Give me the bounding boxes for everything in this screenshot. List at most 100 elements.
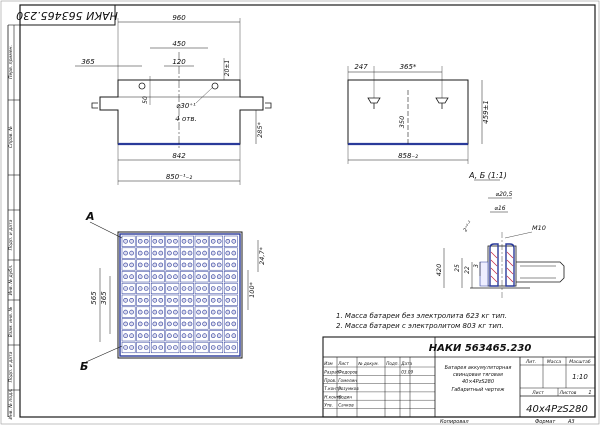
cell-terminal: [196, 345, 201, 350]
cell-terminal: [167, 262, 172, 268]
cell: [121, 259, 136, 271]
cell-terminal: [202, 333, 207, 339]
side-dim-365: 365*: [400, 63, 417, 71]
cell-terminal: [210, 250, 216, 256]
cell: [150, 318, 165, 330]
cell-terminal: [152, 262, 158, 268]
cell-terminal: [196, 297, 201, 303]
cell-terminal: [202, 345, 207, 350]
cell-terminal: [210, 286, 216, 291]
detail-dim-205: ⌀20,5: [496, 191, 513, 198]
cell-terminal: [137, 297, 143, 303]
cell: [194, 318, 209, 330]
cell-terminal: [181, 262, 187, 268]
cell-terminal: [143, 239, 149, 244]
cell: [209, 235, 224, 247]
cell-terminal: [225, 309, 231, 315]
cell-terminal: [231, 297, 237, 303]
rotated-code-box: НАКИ 563465.230: [16, 4, 118, 26]
side-dim-858: 858₋₂: [398, 152, 418, 160]
cell-terminal: [137, 286, 143, 291]
cell-terminal: [137, 239, 143, 244]
cell-terminal: [158, 274, 164, 280]
cell: [180, 294, 194, 306]
cell-terminal: [231, 309, 237, 315]
front-dim-285: 285*: [256, 121, 264, 137]
cell: [121, 235, 136, 247]
cell-terminal: [202, 297, 207, 303]
cell: [180, 341, 194, 354]
detail-dim-420: 420: [435, 264, 443, 276]
signature-cell: Сачков: [338, 403, 354, 408]
cell-terminal: [137, 309, 143, 315]
plan-cells: [121, 235, 238, 354]
cell-terminal: [181, 239, 187, 244]
cell: [136, 271, 151, 283]
cell-terminal: [173, 250, 178, 256]
signature-cell: Н.контр.: [324, 394, 343, 399]
cell: [150, 294, 165, 306]
cell: [194, 341, 209, 354]
cell-terminal: [196, 274, 201, 280]
cell-terminal: [181, 297, 187, 303]
cell-terminal: [173, 274, 178, 280]
cell-terminal: [158, 297, 164, 303]
side-dim-459: 459±1: [482, 100, 490, 124]
cell-terminal: [167, 274, 172, 280]
signature-cell: Розумков: [338, 386, 359, 391]
cell-terminal: [216, 321, 222, 327]
cell: [136, 330, 151, 342]
cell: [194, 330, 209, 342]
cell-terminal: [187, 274, 193, 280]
cell-terminal: [137, 250, 143, 256]
cell-terminal: [225, 274, 231, 280]
label-a: А: [85, 210, 95, 223]
tb-sheets-val: 1: [588, 390, 591, 396]
cell-terminal: [173, 262, 178, 268]
cell: [121, 282, 136, 295]
cell-terminal: [216, 274, 222, 280]
cell-terminal: [158, 321, 164, 327]
signature-cell: Федоров: [338, 370, 358, 375]
cell-terminal: [210, 297, 216, 303]
tb-code: НАКИ 563465.230: [429, 343, 532, 354]
signature-cell: Утв.: [324, 403, 333, 408]
cell-terminal: [167, 309, 172, 315]
cell-terminal: [137, 274, 143, 280]
cell: [150, 235, 165, 247]
cell: [136, 341, 151, 354]
cell: [121, 330, 136, 342]
cell-terminal: [181, 250, 187, 256]
cell: [150, 271, 165, 283]
cell-terminal: [158, 286, 164, 291]
cell: [180, 271, 194, 283]
title-block: Лит. Масса Масштаб 1:10 Лист Листов 1 НА…: [322, 336, 596, 425]
cell-terminal: [202, 262, 207, 268]
cell-terminal: [129, 250, 134, 256]
side-label-5: Взам. инв. №: [8, 306, 14, 337]
front-view: 960 450 120 365 50 20±1 ⌀30⁺¹ 4 отв. 285…: [75, 14, 272, 185]
cell-terminal: [123, 345, 128, 350]
cell-terminal: [231, 274, 237, 280]
cell: [180, 247, 194, 259]
cell-terminal: [152, 239, 158, 244]
cell: [209, 247, 224, 259]
cell-terminal: [123, 286, 128, 291]
cell: [223, 330, 238, 342]
signature-cell: Лист: [337, 361, 349, 366]
detail-dim-16: ⌀16: [494, 205, 505, 212]
cell-terminal: [123, 309, 128, 315]
cell: [121, 247, 136, 259]
side-label-2: Справ. №: [8, 126, 14, 148]
cell: [165, 271, 180, 283]
cell-terminal: [158, 250, 164, 256]
cell-terminal: [152, 286, 158, 291]
cell-terminal: [196, 262, 201, 268]
cell-terminal: [152, 345, 158, 350]
cell-terminal: [187, 333, 193, 339]
cell-terminal: [152, 274, 158, 280]
cell: [223, 271, 238, 283]
signature-cell: Т.контр.: [324, 386, 342, 391]
cell-terminal: [225, 321, 231, 327]
